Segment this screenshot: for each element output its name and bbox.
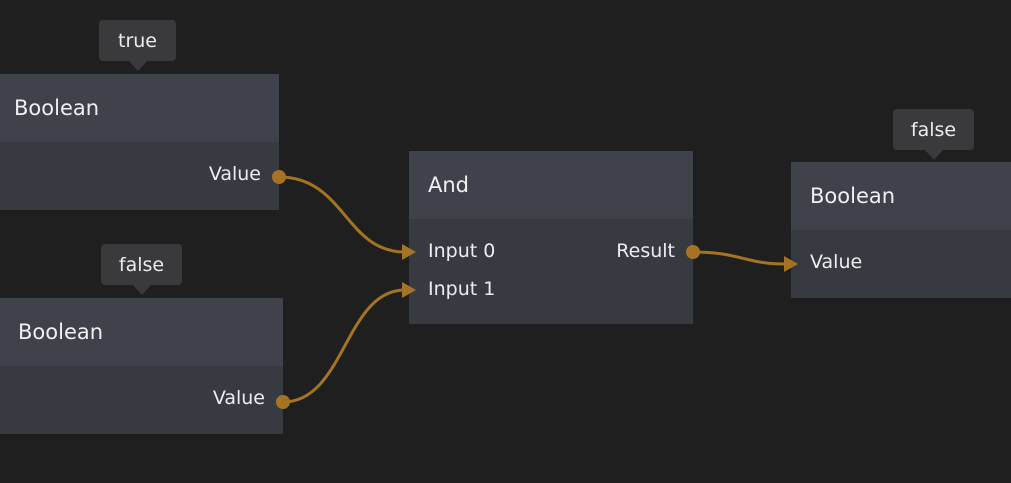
node-body: Input 0 Input 1 Result <box>409 219 693 324</box>
value-tooltip-false: false <box>101 244 182 285</box>
connection-and-result-to-bool-value[interactable] <box>692 250 786 266</box>
input-port-value-label: Value <box>810 251 863 273</box>
output-port-result-label: Result <box>616 240 675 262</box>
node-title: Boolean <box>18 320 104 344</box>
node-header[interactable]: Boolean <box>0 298 283 366</box>
node-body: Value <box>791 230 1011 298</box>
output-port-value-label: Value <box>212 387 265 409</box>
output-port-value-label: Value <box>208 163 261 185</box>
and-node[interactable]: And Input 0 Input 1 Result <box>409 151 693 324</box>
input-port-1-arrow[interactable] <box>402 282 416 298</box>
tooltip-text: false <box>118 253 165 276</box>
tooltip-text: false <box>910 118 957 141</box>
input-port-value-arrow[interactable] <box>784 256 798 272</box>
node-header[interactable]: Boolean <box>791 162 1011 230</box>
tooltip-text: true <box>118 29 157 52</box>
connection-bool-false-to-and-input-1[interactable] <box>282 288 406 404</box>
output-port-result-dot[interactable] <box>686 245 700 259</box>
value-tooltip-true: true <box>99 20 176 61</box>
node-body: Value <box>0 142 279 210</box>
boolean-node-bottom[interactable]: Boolean Value <box>0 298 283 434</box>
boolean-node-top[interactable]: Boolean Value <box>0 74 279 210</box>
output-port-value-dot[interactable] <box>276 395 290 409</box>
node-header[interactable]: Boolean <box>0 74 279 142</box>
input-port-0-label: Input 0 <box>428 240 496 262</box>
input-port-1-label: Input 1 <box>428 278 496 300</box>
boolean-node-result[interactable]: Boolean Value <box>791 162 1011 298</box>
node-title: Boolean <box>14 96 100 120</box>
value-tooltip-false-result: false <box>893 109 974 150</box>
node-title: Boolean <box>810 184 896 208</box>
node-header[interactable]: And <box>409 151 693 219</box>
output-port-value-dot[interactable] <box>272 170 286 184</box>
input-port-0-arrow[interactable] <box>402 244 416 260</box>
connection-bool-true-to-and-input-0[interactable] <box>278 175 406 254</box>
node-body: Value <box>0 366 283 434</box>
node-title: And <box>428 173 470 197</box>
